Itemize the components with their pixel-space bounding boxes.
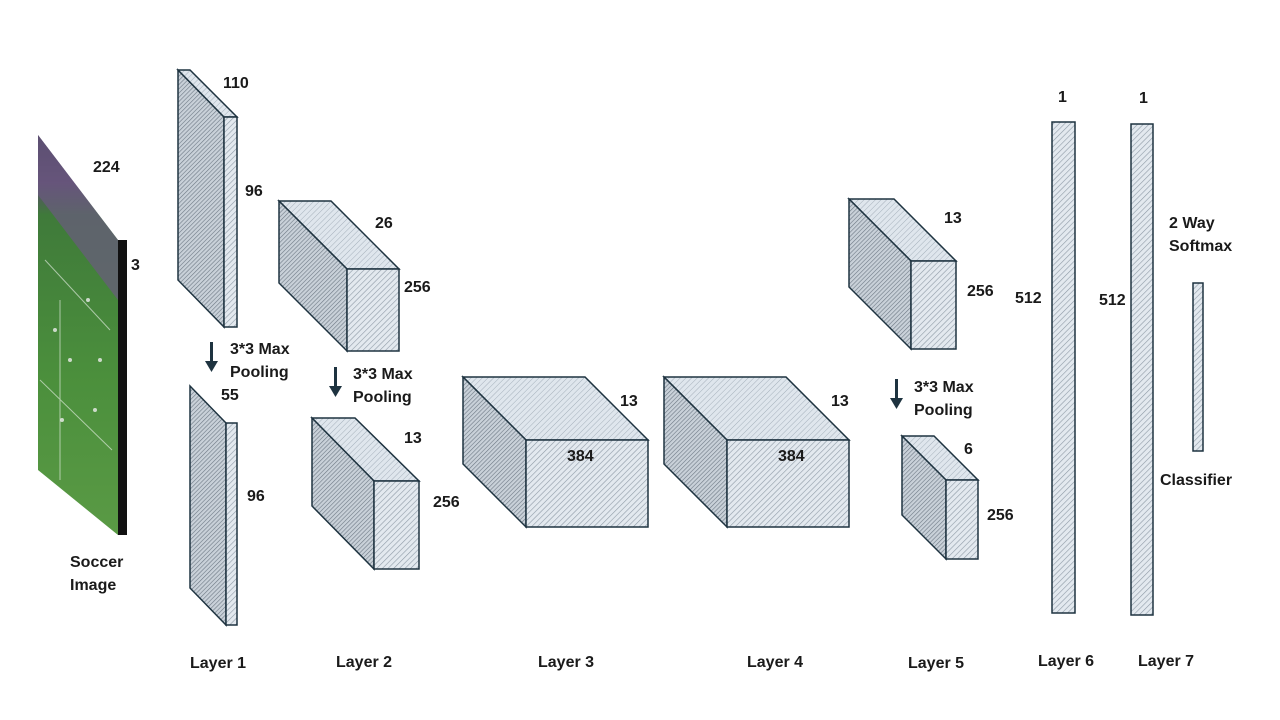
layer5-pooling-label: 3*3 Max Pooling xyxy=(914,376,974,422)
layer2-conv-block xyxy=(277,199,401,353)
layer7-side-label: 512 xyxy=(1099,292,1126,309)
pooling-label-line2: Pooling xyxy=(353,389,412,406)
softmax-title-line2: Softmax xyxy=(1169,238,1233,255)
layer2-pool-top-label: 13 xyxy=(404,430,422,447)
layer6-side-label: 512 xyxy=(1015,290,1042,307)
classifier-label: Classifier xyxy=(1160,472,1233,489)
layer6-top-label: 1 xyxy=(1058,89,1067,106)
softmax-title: 2 Way Softmax xyxy=(1169,212,1232,258)
layer7-name: Layer 7 xyxy=(1138,653,1195,670)
layer1-name: Layer 1 xyxy=(190,655,247,672)
pool-arrow-icon xyxy=(329,367,342,397)
layer6-name: Layer 6 xyxy=(1038,653,1095,670)
pooling-label-line2: Pooling xyxy=(230,364,289,381)
input-caption-line1: Soccer xyxy=(70,554,124,571)
layer1-conv-block xyxy=(176,68,239,329)
layer5-conv-top-label: 13 xyxy=(944,210,962,227)
layer2-name: Layer 2 xyxy=(336,654,393,671)
layer1-pool-block xyxy=(189,384,238,627)
layer6-fc-block xyxy=(1051,121,1076,614)
layer5-pool-block xyxy=(900,434,980,561)
input-caption: Soccer Image xyxy=(70,551,123,597)
layer4-front-label: 384 xyxy=(778,448,805,465)
layer2-pooling-label: 3*3 Max Pooling xyxy=(353,363,413,409)
pooling-label-line1: 3*3 Max xyxy=(914,379,974,396)
pool-arrow-icon xyxy=(890,379,903,409)
layer2-pool-side-label: 256 xyxy=(433,494,460,511)
layer5-conv-side-label: 256 xyxy=(967,283,994,300)
layer5-pool-top-label: 6 xyxy=(964,441,973,458)
input-width-label: 224 xyxy=(93,159,120,176)
layer4-name: Layer 4 xyxy=(747,654,804,671)
layer2-conv-side-label: 256 xyxy=(404,279,431,296)
pool-arrow-icon xyxy=(205,342,218,372)
input-caption-line2: Image xyxy=(70,577,117,594)
soccer-image xyxy=(38,135,127,535)
layer7-fc-block xyxy=(1130,123,1154,616)
input-depth-label: 3 xyxy=(131,257,140,274)
classifier-block xyxy=(1192,282,1204,452)
layer7-top-label: 1 xyxy=(1139,90,1148,107)
layer4-conv-block xyxy=(662,375,851,529)
layer5-conv-block xyxy=(847,197,958,351)
layer1-pooling-label: 3*3 Max Pooling xyxy=(230,338,290,384)
pooling-label-line2: Pooling xyxy=(914,402,973,419)
layer3-conv-block xyxy=(461,375,650,529)
layer3-top-label: 13 xyxy=(620,393,638,410)
softmax-title-line1: 2 Way xyxy=(1169,215,1215,232)
layer5-name: Layer 5 xyxy=(908,655,965,672)
layer4-top-label: 13 xyxy=(831,393,849,410)
layer3-name: Layer 3 xyxy=(538,654,595,671)
pooling-label-line1: 3*3 Max xyxy=(353,366,413,383)
layer3-front-label: 384 xyxy=(567,448,594,465)
layer1-pool-side-label: 96 xyxy=(247,488,265,505)
layer2-pool-block xyxy=(310,416,421,571)
layer2-conv-top-label: 26 xyxy=(375,215,393,232)
layer1-conv-side-label: 96 xyxy=(245,183,263,200)
pooling-label-line1: 3*3 Max xyxy=(230,341,290,358)
layer1-conv-top-label: 110 xyxy=(223,75,249,92)
layer5-pool-side-label: 256 xyxy=(987,507,1014,524)
layer1-pool-top-label: 55 xyxy=(221,387,239,404)
